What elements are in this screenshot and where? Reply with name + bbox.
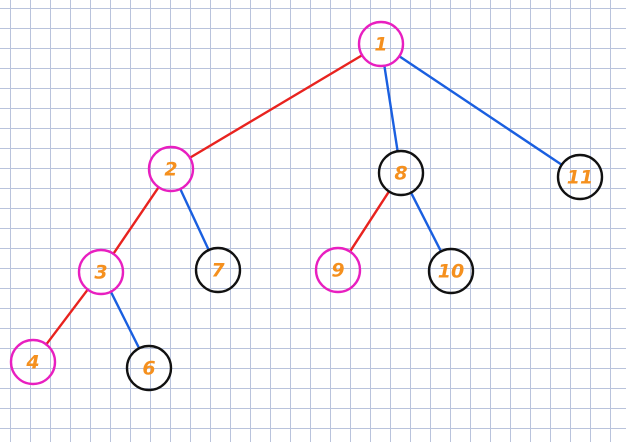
node-label-8: 8: [394, 163, 407, 185]
node-1: 1: [357, 20, 405, 68]
edge-1-2: [188, 54, 364, 159]
node-label-2: 2: [164, 159, 177, 181]
node-2: 2: [147, 145, 195, 193]
node-circle-7: [194, 246, 242, 294]
node-3: 3: [77, 248, 125, 296]
node-circle-8: [377, 149, 425, 197]
node-10: 10: [427, 247, 475, 295]
edge-1-11: [398, 55, 563, 166]
edges-layer: [45, 54, 563, 350]
edge-1-8: [383, 64, 399, 153]
node-label-11: 11: [567, 167, 593, 189]
edge-3-6: [109, 290, 141, 350]
node-circle-4: [9, 338, 57, 386]
node-label-7: 7: [211, 260, 225, 282]
node-label-1: 1: [374, 34, 387, 56]
node-label-9: 9: [331, 260, 344, 282]
node-circle-1: [357, 20, 405, 68]
edge-2-7: [179, 187, 210, 252]
edge-8-10: [409, 191, 443, 253]
node-circle-9: [314, 246, 362, 294]
node-9: 9: [314, 246, 362, 294]
edge-3-4: [45, 288, 89, 346]
node-8: 8: [377, 149, 425, 197]
nodes-layer: 1 2 8 11 3 7 9 10 4 6: [9, 20, 604, 392]
node-4: 4: [9, 338, 57, 386]
node-circle-10: [427, 247, 475, 295]
node-circle-11: [556, 153, 604, 201]
node-11: 11: [556, 153, 604, 201]
node-label-6: 6: [142, 358, 155, 380]
edge-8-9: [348, 190, 391, 253]
node-label-4: 4: [25, 352, 39, 374]
node-circle-6: [125, 344, 173, 392]
node-label-3: 3: [94, 262, 107, 284]
node-label-10: 10: [438, 261, 464, 283]
node-circle-3: [77, 248, 125, 296]
node-6: 6: [125, 344, 173, 392]
edge-2-3: [112, 185, 160, 256]
node-circle-2: [147, 145, 195, 193]
node-7: 7: [194, 246, 242, 294]
